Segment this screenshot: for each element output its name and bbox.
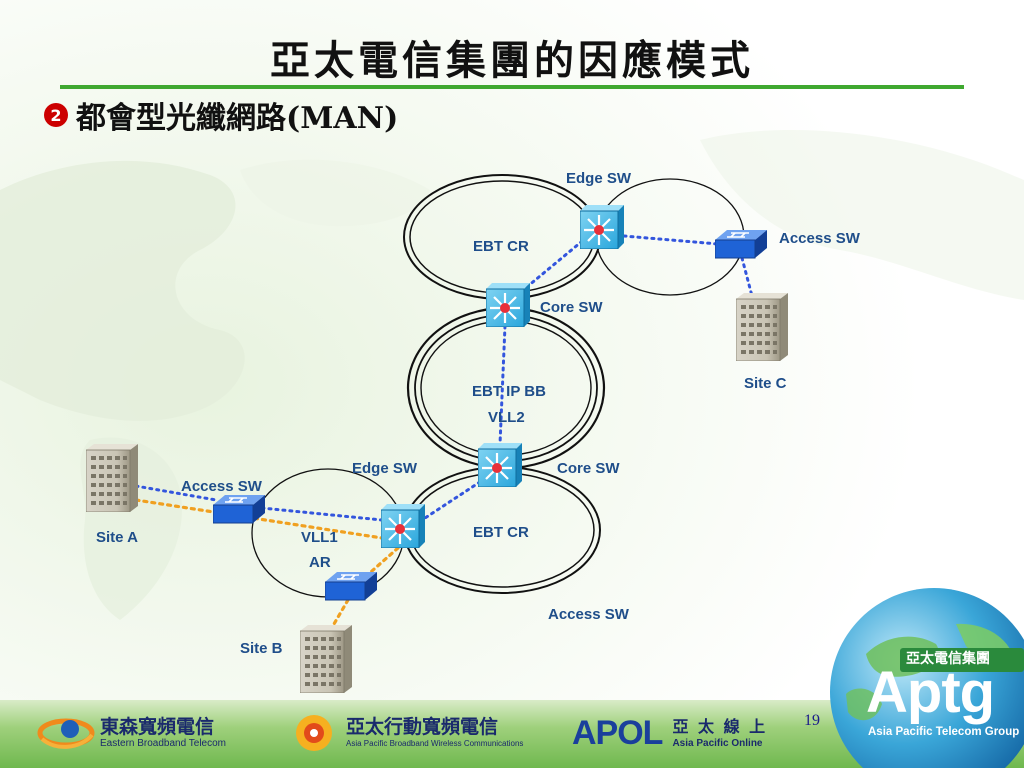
site-a-building xyxy=(86,444,138,512)
aptg-group-name-zh: 亞太電信集團 xyxy=(906,651,990,667)
label-ebt-ip-bb: EBT IP BB xyxy=(472,383,546,400)
link-access-right-site-c xyxy=(740,256,754,298)
link-site-a-access-left xyxy=(134,484,218,502)
edge-switch-top xyxy=(580,205,624,249)
aptg-globe-icon xyxy=(830,588,1024,768)
core-switch-top xyxy=(486,283,530,327)
aptg-group-name-en: Asia Pacific Telecom Group xyxy=(868,726,1020,738)
eastern-broadband-swoosh-icon xyxy=(37,718,95,749)
access-switch-left xyxy=(213,495,265,524)
label-site-b: Site B xyxy=(240,640,283,657)
label-vll1: VLL1 xyxy=(301,529,338,546)
access-switch-ar xyxy=(325,572,377,601)
bullet-number-badge: 2 xyxy=(44,103,68,127)
access-switch-right xyxy=(715,230,767,259)
orange-links xyxy=(134,498,400,626)
label-access-sw-bottom: Access SW xyxy=(548,606,630,623)
link-site-a-edge-mid-orange xyxy=(134,498,384,540)
bullet-point: 2 都會型光纖網路(MAN) xyxy=(44,96,399,136)
label-access-sw-left: Access SW xyxy=(181,478,263,495)
core-switch-mid xyxy=(478,443,522,487)
ring-ebt-cr-top-outer xyxy=(403,174,601,300)
logo-apol: APOL 亞 太 線 上 Asia Pacific Online xyxy=(572,710,767,756)
site-c-building xyxy=(736,293,788,361)
link-access-left-edge-mid xyxy=(260,506,384,522)
label-ar: AR xyxy=(309,554,331,571)
apbw-name-zh: 亞太行動寬頻電信 xyxy=(346,716,499,738)
label-core-sw-mid: Core SW xyxy=(557,460,620,477)
label-site-c: Site C xyxy=(744,375,787,392)
ring-ebt-cr-top-inner xyxy=(409,180,595,294)
apbw-sun-icon xyxy=(296,715,332,751)
label-access-sw-right: Access SW xyxy=(779,230,861,247)
link-edge-mid-ar-orange xyxy=(362,546,400,580)
page-number: 19 xyxy=(804,712,820,729)
eastern-broadband-name-zh: 東森寬頻電信 xyxy=(100,716,215,738)
eastern-broadband-name-en: Eastern Broadband Telecom xyxy=(100,738,227,749)
bullet-text: 都會型光纖網路(MAN) xyxy=(76,101,399,136)
logo-eastern-broadband: 東森寬頻電信 Eastern Broadband Telecom xyxy=(36,710,226,756)
label-edge-sw-top: Edge SW xyxy=(566,170,632,187)
apol-name-en: Asia Pacific Online xyxy=(672,738,763,749)
link-ar-site-b-orange xyxy=(332,598,350,626)
blue-links xyxy=(134,226,754,522)
slide-title: 亞太電信集團的因應模式 xyxy=(270,37,754,84)
apbw-name-en: Asia Pacific Broadband Wireless Communic… xyxy=(346,739,524,748)
label-ebt-cr-bottom: EBT CR xyxy=(473,524,529,541)
apol-brand: APOL xyxy=(572,713,663,752)
logo-asia-pacific-broadband-wireless: 亞太行動寬頻電信 Asia Pacific Broadband Wireless… xyxy=(288,710,523,756)
apol-name-zh: 亞 太 線 上 xyxy=(672,717,768,736)
label-ebt-cr-top: EBT CR xyxy=(473,238,529,255)
site-b-building xyxy=(300,625,352,693)
aptg-wordmark: Aptg xyxy=(866,660,995,725)
link-core-top-core-mid xyxy=(498,324,507,446)
link-core-mid-edge-mid xyxy=(420,476,488,522)
edge-switch-mid xyxy=(381,504,425,548)
label-site-a: Site A xyxy=(96,529,138,546)
title-underline xyxy=(60,85,964,89)
label-edge-sw-mid: Edge SW xyxy=(352,460,418,477)
label-core-sw-top: Core SW xyxy=(540,299,603,316)
link-edge-top-access-right xyxy=(622,234,720,246)
label-vll2: VLL2 xyxy=(488,409,525,426)
